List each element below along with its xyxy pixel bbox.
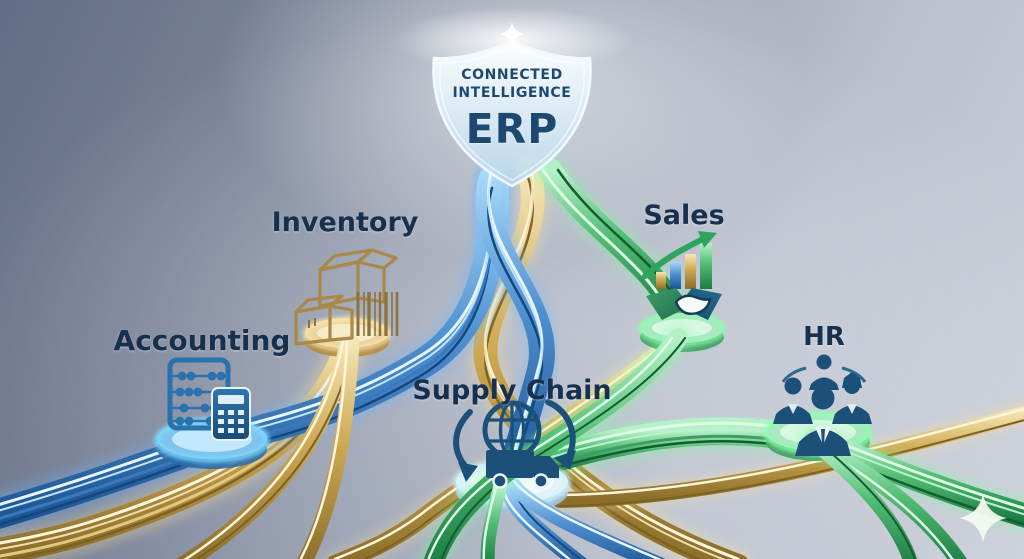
supply-chain-label: Supply Chain xyxy=(412,375,612,406)
four-point-sparkle-icon xyxy=(959,494,1007,542)
sales-label: Sales xyxy=(643,200,725,231)
shield-icon xyxy=(392,6,632,188)
people-network-icon xyxy=(773,354,872,456)
abacus-calculator-icon xyxy=(167,357,251,441)
shield-title: CONNECTED INTELLIGENCE ERP xyxy=(417,66,607,157)
shield-line-connected: CONNECTED xyxy=(461,67,563,83)
shield-line-intelligence: INTELLIGENCE xyxy=(452,85,572,102)
growth-chart-handshake-icon xyxy=(642,231,722,320)
hr-label: HR xyxy=(803,322,845,352)
shield-line-erp: ERP xyxy=(465,105,559,154)
accounting-label: Accounting xyxy=(113,324,291,357)
boxes-barcode-icon xyxy=(294,248,399,346)
inventory-label: Inventory xyxy=(271,207,419,238)
globe-truck-logistics-icon xyxy=(453,399,576,489)
